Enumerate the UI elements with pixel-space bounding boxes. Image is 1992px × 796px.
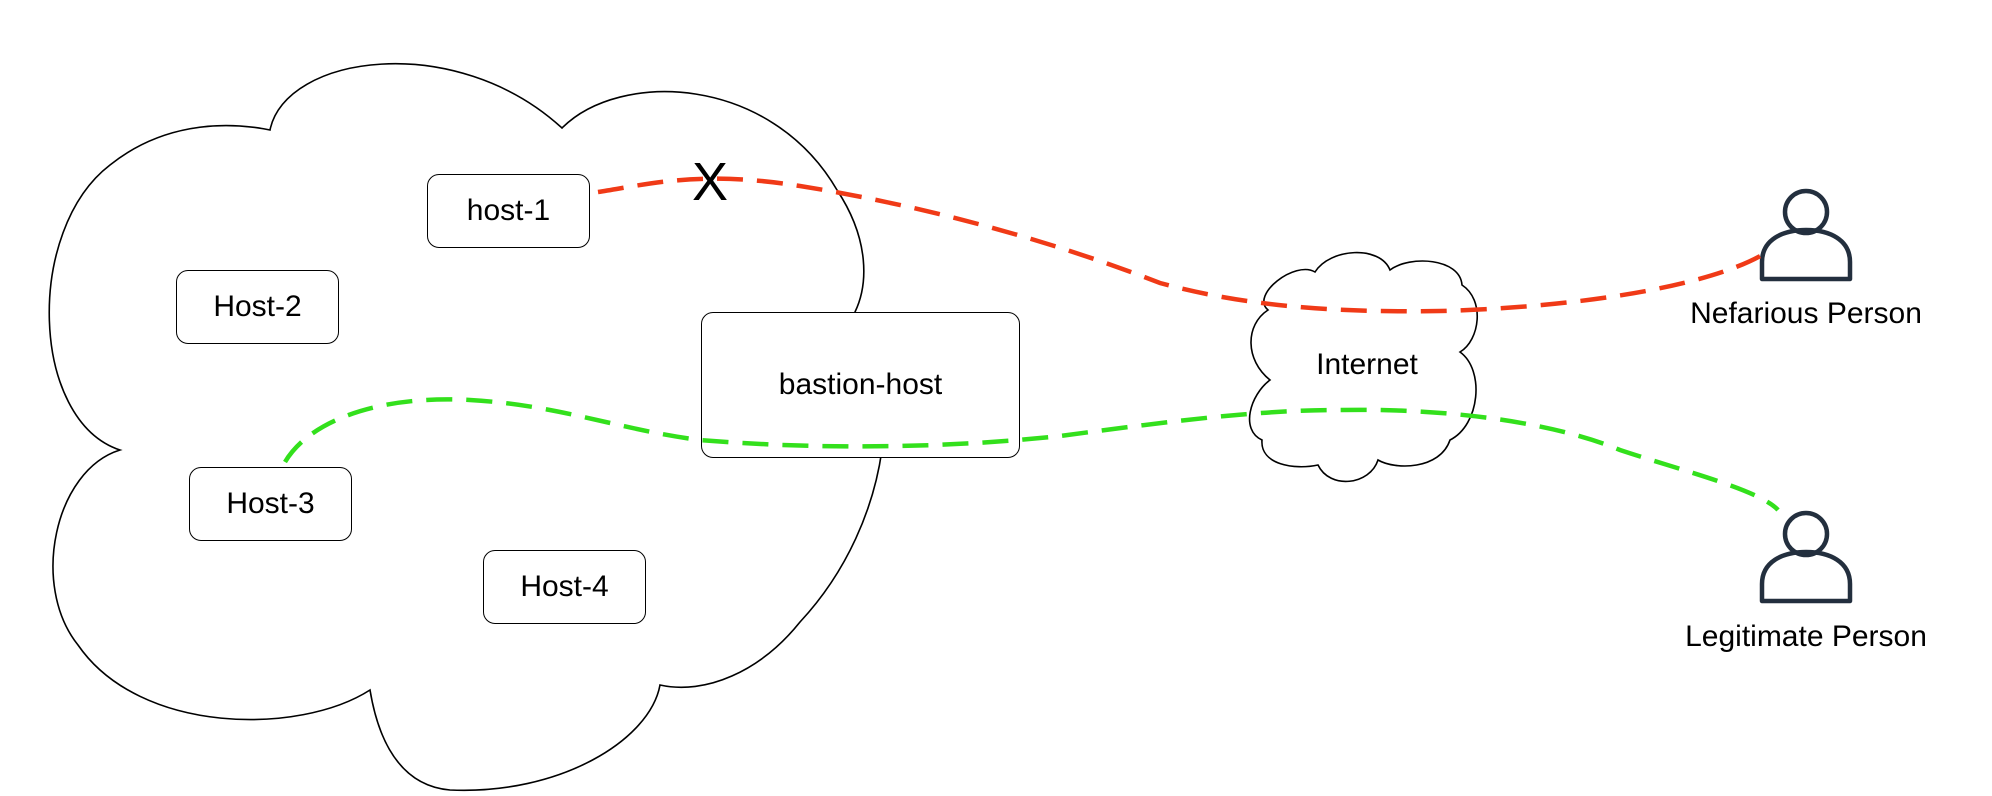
host-4-box: Host-4 [483, 550, 646, 624]
host-1-box: host-1 [427, 174, 590, 248]
host-2-box: Host-2 [176, 270, 339, 344]
bastion-host-label: bastion-host [778, 368, 943, 401]
host-3-box: Host-3 [189, 467, 352, 541]
legitimate-person-icon [1759, 510, 1853, 604]
nefarious-person-label: Nefarious Person [1690, 297, 1922, 330]
nefarious-person-icon [1759, 188, 1853, 282]
blocked-marker: X [692, 152, 729, 212]
bastion-host-box: bastion-host [701, 312, 1020, 458]
host-3-label: Host-3 [226, 487, 315, 520]
internet-label: Internet [1316, 348, 1418, 381]
host-1-label: host-1 [466, 194, 551, 227]
host-2-label: Host-2 [213, 290, 302, 323]
host-4-label: Host-4 [520, 570, 609, 603]
legitimate-person-label: Legitimate Person [1685, 620, 1927, 653]
